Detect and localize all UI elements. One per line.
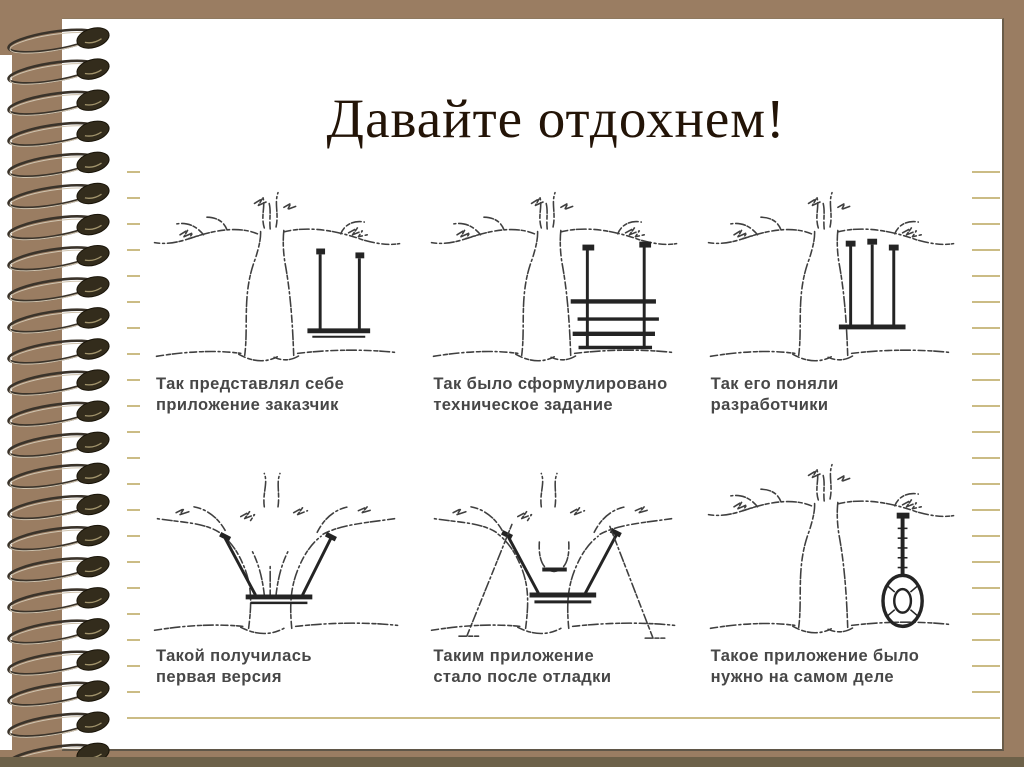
tree-swing-illustration (695, 448, 972, 644)
tree-swing-illustration (417, 176, 694, 372)
caption-line-1: Таким приложение (433, 647, 595, 665)
panel-caption: Такой получилась первая версия (156, 646, 417, 688)
tree-swing-illustration (695, 176, 972, 372)
caption-line-2: первая версия (156, 668, 282, 687)
caption-line-1: Так представлял себе (156, 375, 345, 393)
caption-line-1: Такое приложение было (710, 647, 920, 665)
slide-title: Давайте отдохнем! (326, 88, 786, 149)
panel-caption: Так представлял себе приложение заказчик (156, 374, 417, 416)
caption-line-1: Так его поняли (710, 375, 839, 393)
tree-swing-illustration (140, 448, 417, 644)
tree-swing-illustration (417, 448, 694, 644)
caption-line-1: Такой получилась (156, 647, 312, 665)
caption-line-2: техническое задание (433, 396, 613, 415)
panel-caption: Так его поняли разработчики (711, 374, 972, 416)
panel-developers: Так его поняли разработчики (695, 164, 972, 436)
tree-swing-illustration (140, 176, 417, 372)
bottom-accent-bar (0, 757, 1024, 767)
panel-caption: Так было сформулировано техническое зада… (433, 374, 694, 416)
panel-first-version: Такой получилась первая версия (140, 436, 417, 708)
panel-actually-needed: Такое приложение было нужно на самом дел… (695, 436, 972, 708)
panel-caption: Такое приложение было нужно на самом дел… (711, 646, 972, 688)
panel-specification: Так было сформулировано техническое зада… (417, 164, 694, 436)
panel-after-debugging: Таким приложение стало после отладки (417, 436, 694, 708)
panel-caption: Таким приложение стало после отладки (433, 646, 694, 688)
page-edge-strip (0, 55, 12, 750)
notebook-page: Давайте отдохнем! Так представлял себе п… (62, 18, 1004, 751)
caption-line-2: приложение заказчик (156, 396, 339, 415)
caption-line-1: Так было сформулировано (433, 375, 668, 393)
caption-line-2: нужно на самом деле (710, 668, 894, 687)
caption-line-2: стало после отладки (433, 668, 612, 687)
cartoon-board: Так представлял себе приложение заказчик… (140, 164, 972, 708)
panel-customer: Так представлял себе приложение заказчик (140, 164, 417, 436)
caption-line-2: разработчики (710, 396, 829, 415)
